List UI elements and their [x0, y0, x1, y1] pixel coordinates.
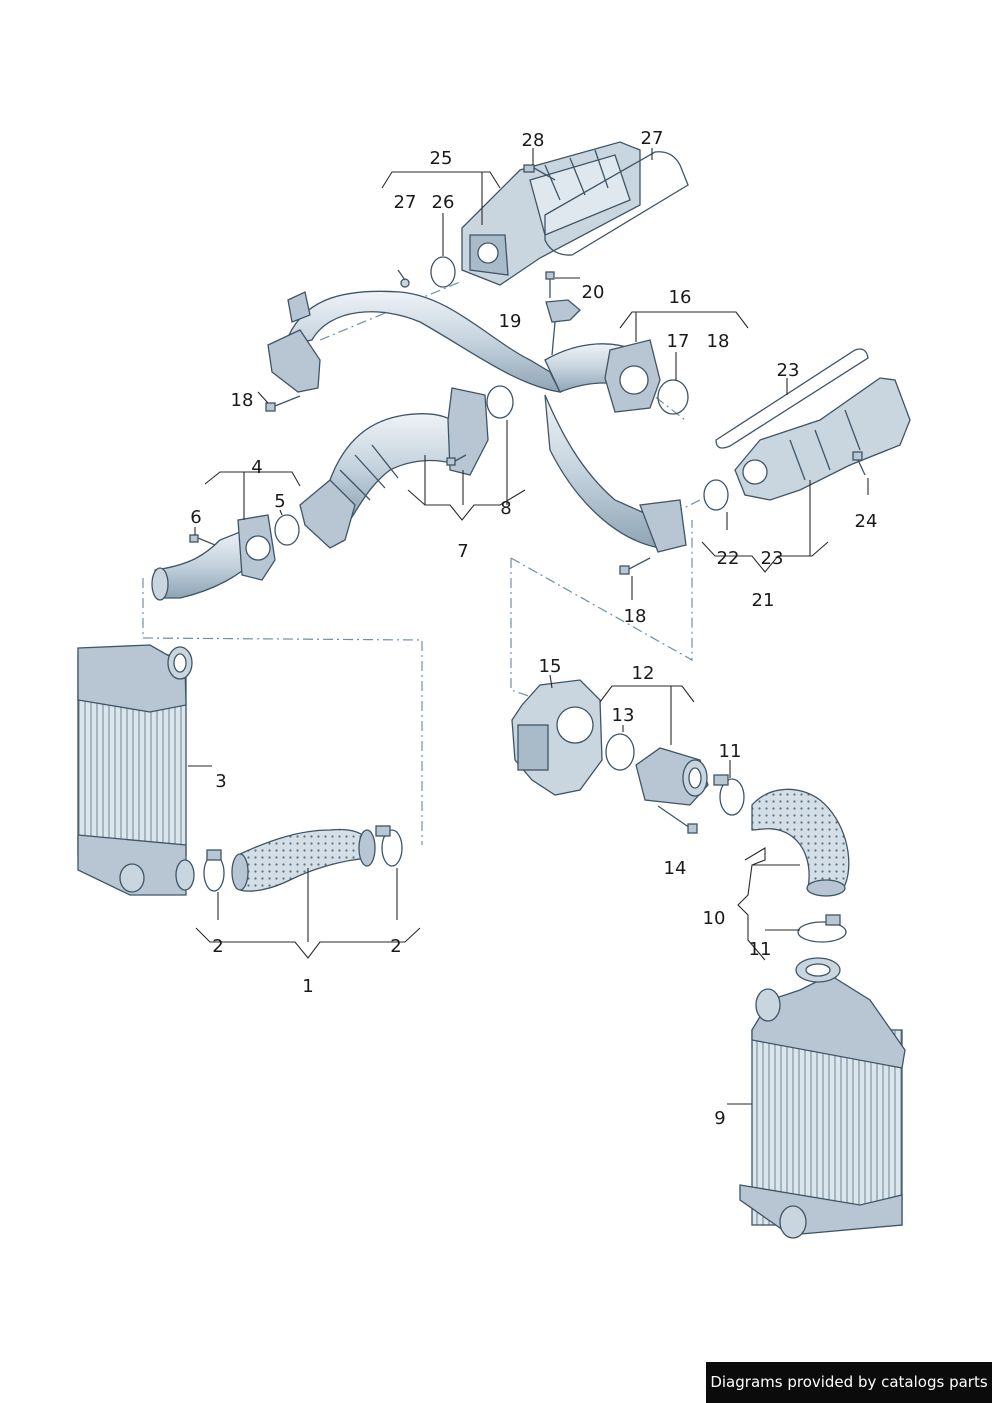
callout-12: 12: [632, 663, 655, 684]
callout-8: 8: [500, 498, 511, 519]
callout-2-left: 2: [212, 936, 223, 957]
pipe-flange-16: [604, 339, 661, 413]
callout-23-top: 23: [777, 360, 800, 381]
charge-air-hose-10: [751, 788, 850, 897]
bolt-24: [852, 451, 866, 476]
hose-clamp-2-right: [375, 825, 403, 867]
plenum-gasket: [544, 151, 689, 256]
bolt-14: [657, 805, 698, 834]
callout-24: 24: [855, 511, 878, 532]
leader-lines: [188, 148, 869, 1105]
callout-23-bottom: 23: [761, 548, 784, 569]
crossover-intake-pipe: [267, 269, 687, 553]
hose-clamp-11-upper: [713, 774, 745, 816]
callout-3: 3: [215, 771, 226, 792]
pressure-sensor-19: [545, 299, 581, 356]
callout-27-left: 27: [394, 192, 417, 213]
hose-clamp-2-left: [203, 849, 225, 892]
callout-14: 14: [664, 858, 687, 879]
callout-13: 13: [612, 705, 635, 726]
manifold-gasket-23: [715, 348, 869, 449]
callout-20: 20: [582, 282, 605, 303]
callout-15: 15: [539, 656, 562, 677]
bolt-18-lower: [619, 557, 651, 575]
o-ring-26: [430, 256, 456, 288]
hose-clamp-11-lower: [797, 914, 847, 943]
callout-18-left: 18: [231, 390, 254, 411]
left-intercooler: [77, 644, 195, 896]
callout-27-top: 27: [641, 128, 664, 149]
bolt-28: [523, 164, 556, 181]
callout-22: 22: [717, 548, 740, 569]
charge-pipe-elbow-4: [151, 514, 276, 601]
callout-6: 6: [190, 507, 201, 528]
callout-25: 25: [430, 148, 453, 169]
throttle-body-15: [511, 679, 603, 796]
callout-labels: 28 27 25 27 26 20 16 19 17 18 23 18 4 5 …: [190, 128, 877, 1129]
intake-plenum-upper: [461, 141, 641, 286]
callout-26: 26: [432, 192, 455, 213]
callout-11-top: 11: [719, 741, 742, 762]
credit-banner: Diagrams provided by catalogs parts: [706, 1362, 992, 1403]
callout-5: 5: [274, 491, 285, 512]
o-ring-17: [657, 379, 689, 415]
callout-9: 9: [714, 1108, 725, 1129]
callout-11-bottom: 11: [749, 939, 772, 960]
callout-21: 21: [752, 590, 775, 611]
bolt-18-left: [265, 395, 301, 412]
callout-2-right: 2: [390, 936, 401, 957]
right-intake-manifold: [734, 377, 911, 501]
o-ring-5: [274, 514, 300, 546]
o-ring-22: [703, 479, 729, 511]
bolt-7: [446, 454, 467, 466]
callout-7: 7: [457, 541, 468, 562]
left-intake-elbow: [299, 387, 489, 549]
callout-18-right: 18: [707, 331, 730, 352]
callout-16: 16: [669, 287, 692, 308]
callout-1: 1: [302, 976, 313, 997]
charge-air-hose-1: [231, 828, 376, 892]
callout-19: 19: [499, 311, 522, 332]
callout-28: 28: [522, 130, 545, 151]
callout-4: 4: [251, 457, 262, 478]
adapter-12: [635, 747, 709, 806]
bolt-6: [189, 534, 216, 546]
callout-18-bottom: 18: [624, 606, 647, 627]
o-ring-8: [486, 385, 514, 419]
right-intercooler: [739, 957, 906, 1239]
o-ring-13: [605, 733, 635, 771]
bolt-20: [545, 271, 555, 298]
callout-17: 17: [667, 331, 690, 352]
callout-10: 10: [703, 908, 726, 929]
